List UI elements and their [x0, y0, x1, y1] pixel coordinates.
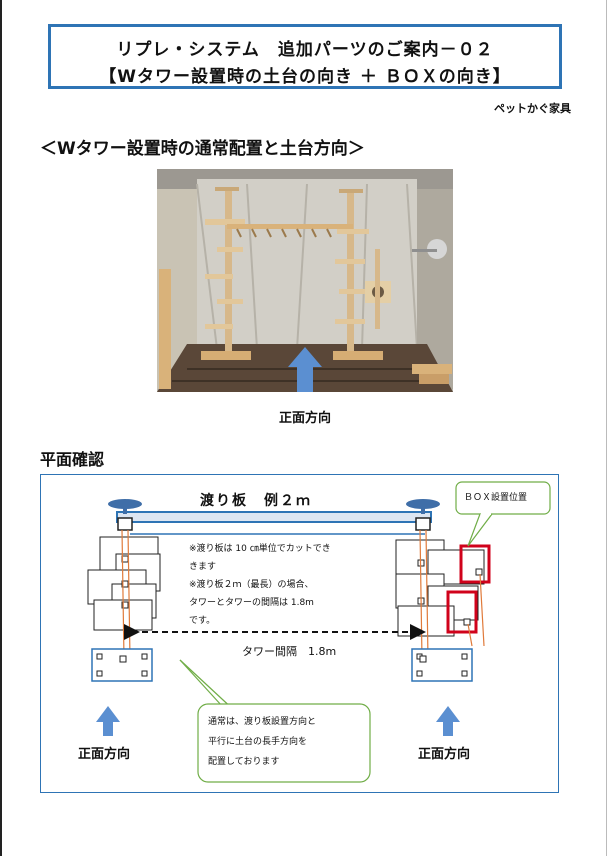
tower-gap-label: タワー間隔 1.8m: [242, 645, 337, 658]
arrow-up-icon: [436, 706, 460, 736]
page-edge: [606, 0, 607, 856]
arrow-up-icon: [288, 347, 322, 392]
front-direction-label: 正面方向: [278, 411, 331, 426]
box-position-label: ＢＯＸ設置位置: [464, 493, 528, 503]
front-direction-label-right: 正面方向: [418, 747, 471, 762]
page-edge: [0, 0, 2, 856]
bridge-board-label: 渡り板 例２ｍ: [200, 493, 312, 509]
front-direction-label-left: 正面方向: [78, 747, 131, 762]
plan-diagram-frame: [40, 474, 559, 793]
plan-diagram: [87, 481, 551, 783]
title-line-1: リプレ・システム 追加パーツのご案内－０２: [116, 40, 494, 60]
section-heading-layout: ＜Wタワー設置時の通常配置と土台方向＞: [40, 139, 365, 159]
title-box: リプレ・システム 追加パーツのご案内－０２ 【Wタワー設置時の土台の向き ＋ Ｂ…: [48, 24, 562, 89]
section-heading-plan: 平面確認: [40, 450, 105, 469]
bridge-note: ※渡り板は 10 ㎝単位でカットでき きます ※渡り板２ｍ（最長）の場合、 タワ…: [189, 544, 331, 626]
tower-photo: [157, 169, 453, 392]
arrow-up-icon: [96, 706, 120, 736]
base-orientation-callout: 通常は、渡り板設置方向と 平行に土台の長手方向を 配置しております: [208, 717, 317, 767]
title-line-2: 【Wタワー設置時の土台の向き ＋ ＢＯＸの向き】: [99, 67, 511, 87]
brand-name: ペットかぐ家具: [494, 102, 571, 115]
